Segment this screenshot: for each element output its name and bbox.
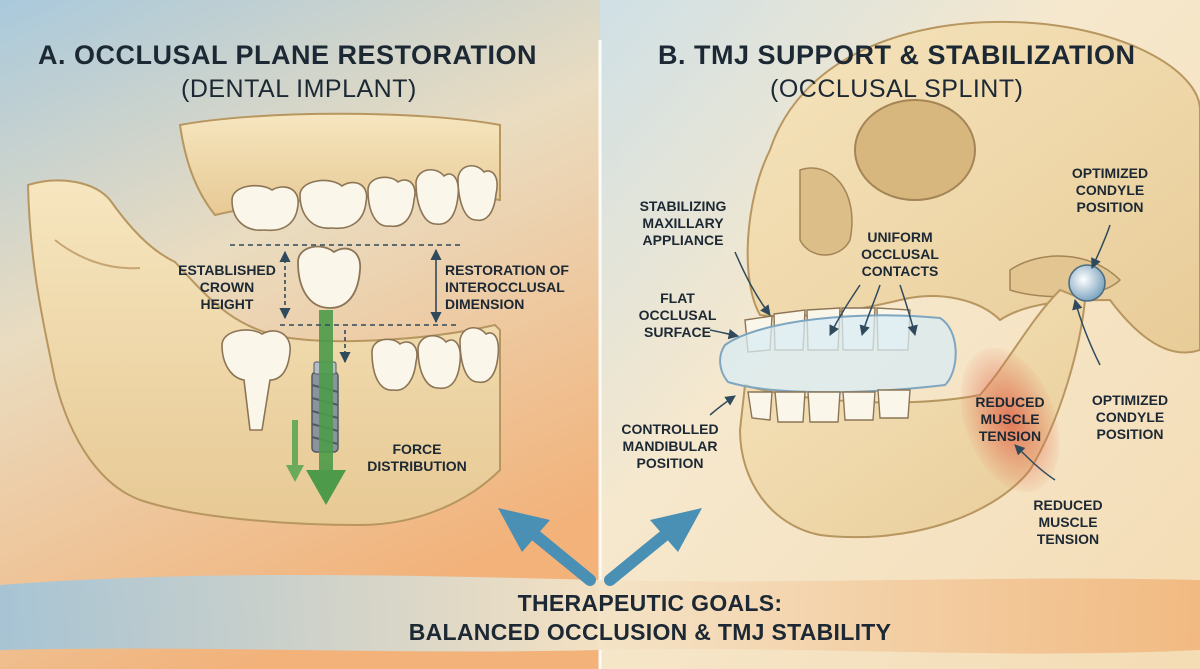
leader-lines: [709, 224, 1111, 481]
left-panel-subtitle: (DENTAL IMPLANT): [181, 75, 417, 103]
skull-lower-teeth: [747, 389, 911, 423]
goals-line-1: THERAPEUTIC GOALS:: [517, 590, 783, 616]
label-flat-occlusal-surface: FLAT OCCLUSAL SURFACE: [638, 290, 717, 340]
label-muscle-tension-lower: REDUCED MUSCLE TENSION: [1033, 497, 1103, 547]
label-interocclusal-dimension: RESTORATION OF INTEROCCLUSAL DIMENSION: [445, 262, 569, 312]
label-condyle-position-top: OPTIMIZED CONDYLE POSITION: [1071, 165, 1149, 215]
label-stabilizing-appliance: STABILIZING MAXILLARY APPLIANCE: [639, 198, 727, 248]
occlusal-splint: [719, 314, 957, 394]
label-crown-height: ESTABLISHED CROWN HEIGHT: [178, 262, 276, 312]
right-panel-subtitle: (OCCLUSAL SPLINT): [770, 75, 1024, 103]
force-arrow-icon: [286, 310, 346, 505]
therapeutic-goals: THERAPEUTIC GOALS: BALANCED OCCLUSION & …: [350, 589, 950, 647]
label-muscle-tension-upper: REDUCED MUSCLE TENSION: [975, 394, 1045, 444]
arrow-up-right-icon: [604, 508, 702, 586]
label-force-distribution: FORCE DISTRIBUTION: [367, 441, 467, 474]
upper-teeth: [231, 165, 498, 232]
label-controlled-mandibular: CONTROLLED MANDIBULAR POSITION: [621, 421, 719, 471]
muscle-region: [960, 347, 1060, 493]
goals-line-2: BALANCED OCCLUSION & TMJ STABILITY: [408, 619, 892, 645]
goals-band: [0, 575, 1200, 654]
label-condyle-position-lower: OPTIMIZED CONDYLE POSITION: [1091, 392, 1169, 442]
condyle: [1068, 264, 1106, 302]
right-panel-title: B. TMJ SUPPORT & STABILIZATION: [658, 40, 1136, 70]
label-occlusal-contacts: UNIFORM OCCLUSAL CONTACTS: [861, 229, 939, 279]
dimension-lines: [230, 244, 460, 364]
arrow-up-left-icon: [498, 508, 596, 586]
lower-teeth: [221, 327, 500, 431]
left-panel-title: A. OCCLUSAL PLANE RESTORATION: [38, 40, 538, 70]
implant-crown: [297, 245, 361, 309]
